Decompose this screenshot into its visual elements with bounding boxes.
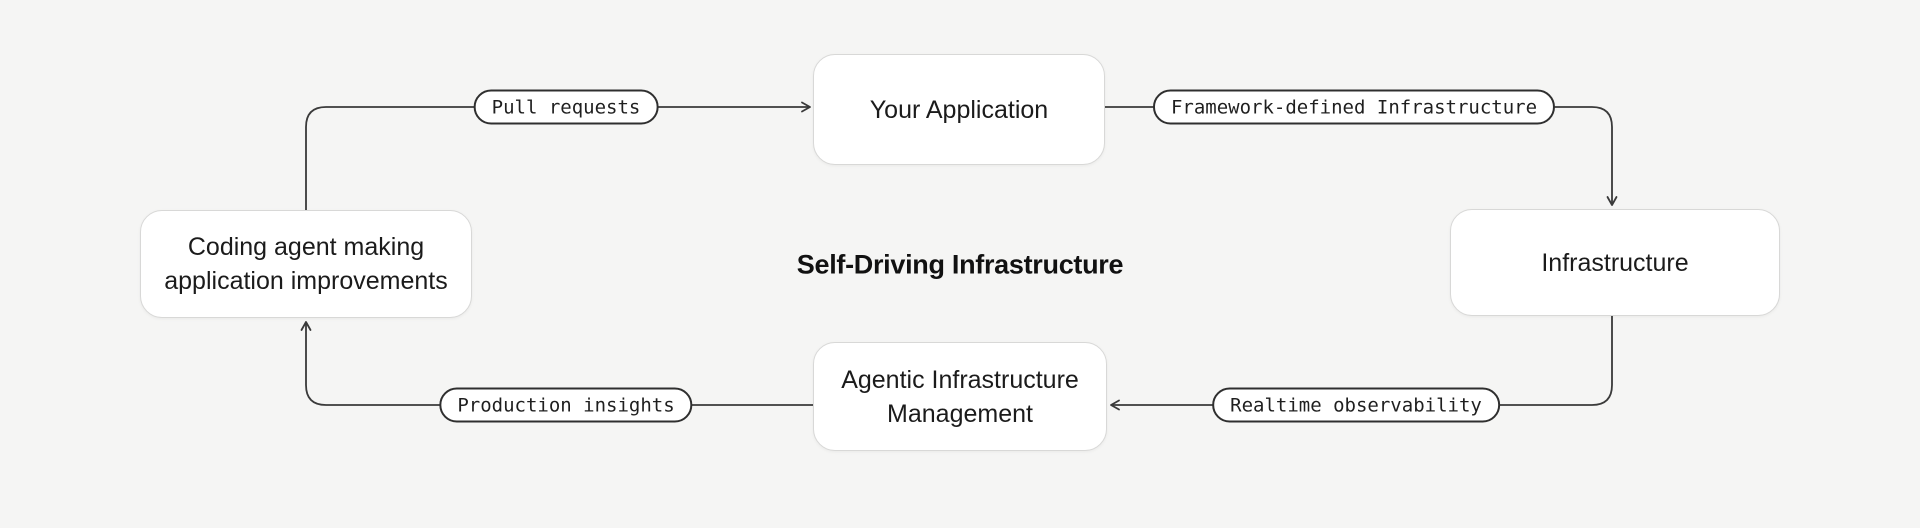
node-agentic-infrastructure-management-label: Agentic Infrastructure Management (841, 365, 1079, 428)
node-coding-agent: Coding agent making application improvem… (140, 210, 472, 318)
edge-label-pull-requests-text: Pull requests (491, 96, 641, 118)
node-your-application-label: Your Application (869, 95, 1049, 124)
edge-label-production-insights-text: Production insights (457, 394, 675, 416)
edge-label-realtime-observability-text: Realtime observability (1230, 394, 1482, 416)
node-infrastructure: Infrastructure (1450, 209, 1780, 316)
connector-your-application-to-infrastructure (1105, 106, 1618, 206)
connector-agentic-to-coding-agent (300, 321, 813, 406)
node-infrastructure-label: Infrastructure (1541, 248, 1689, 277)
connector-infrastructure-to-agentic (1110, 316, 1613, 411)
connector-coding-agent-to-your-application (305, 101, 811, 210)
node-your-application: Your Application (813, 54, 1105, 165)
edge-label-framework-defined-infrastructure: Framework-defined Infrastructure (1152, 89, 1556, 125)
diagram-title: Self-Driving Infrastructure (796, 249, 1124, 280)
edge-label-framework-defined-infrastructure-text: Framework-defined Infrastructure (1170, 96, 1538, 118)
edge-label-realtime-observability: Realtime observability (1212, 387, 1500, 423)
edge-label-pull-requests: Pull requests (473, 89, 659, 125)
node-agentic-infrastructure-management: Agentic Infrastructure Management (813, 342, 1107, 451)
edge-label-production-insights: Production insights (439, 387, 693, 423)
node-coding-agent-label: Coding agent making application improvem… (164, 233, 448, 295)
